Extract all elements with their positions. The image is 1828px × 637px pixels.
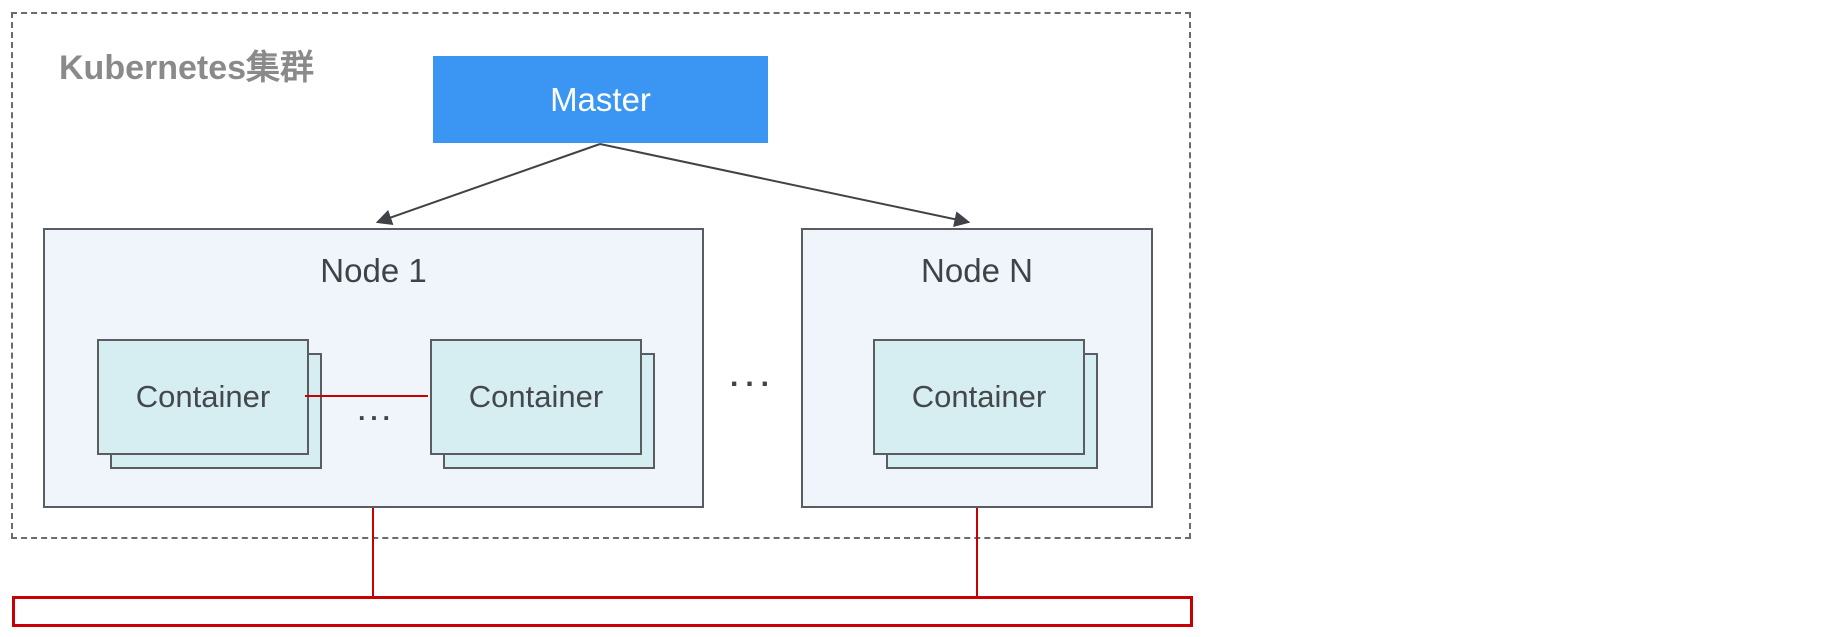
- containers-ellipsis: ...: [358, 396, 395, 426]
- container-label: Container: [135, 379, 271, 414]
- container-stack: Container: [97, 339, 322, 469]
- container-label: Container: [911, 379, 1047, 414]
- node-1-box: Node 1 Container Container: [43, 228, 704, 508]
- container-box: Container: [97, 339, 309, 455]
- container-box: Container: [430, 339, 642, 455]
- container-link-line: [305, 395, 428, 397]
- container-stack: Container: [430, 339, 655, 469]
- nodes-ellipsis: ...: [729, 360, 776, 393]
- container-label: Container: [468, 379, 604, 414]
- cluster-title: Kubernetes集群: [59, 49, 315, 87]
- node-1-label: Node 1: [320, 252, 427, 289]
- container-stack: Container: [873, 339, 1098, 469]
- node-n-box: Node N Container: [801, 228, 1153, 508]
- node-n-label: Node N: [921, 252, 1033, 289]
- master-box: Master: [433, 56, 768, 143]
- cluster-boundary: Kubernetes集群: [11, 12, 1191, 539]
- network-bar: [12, 596, 1193, 627]
- node-1-network-line: [372, 508, 374, 596]
- master-label: Master: [550, 80, 651, 118]
- container-box: Container: [873, 339, 1085, 455]
- node-n-network-line: [976, 508, 978, 596]
